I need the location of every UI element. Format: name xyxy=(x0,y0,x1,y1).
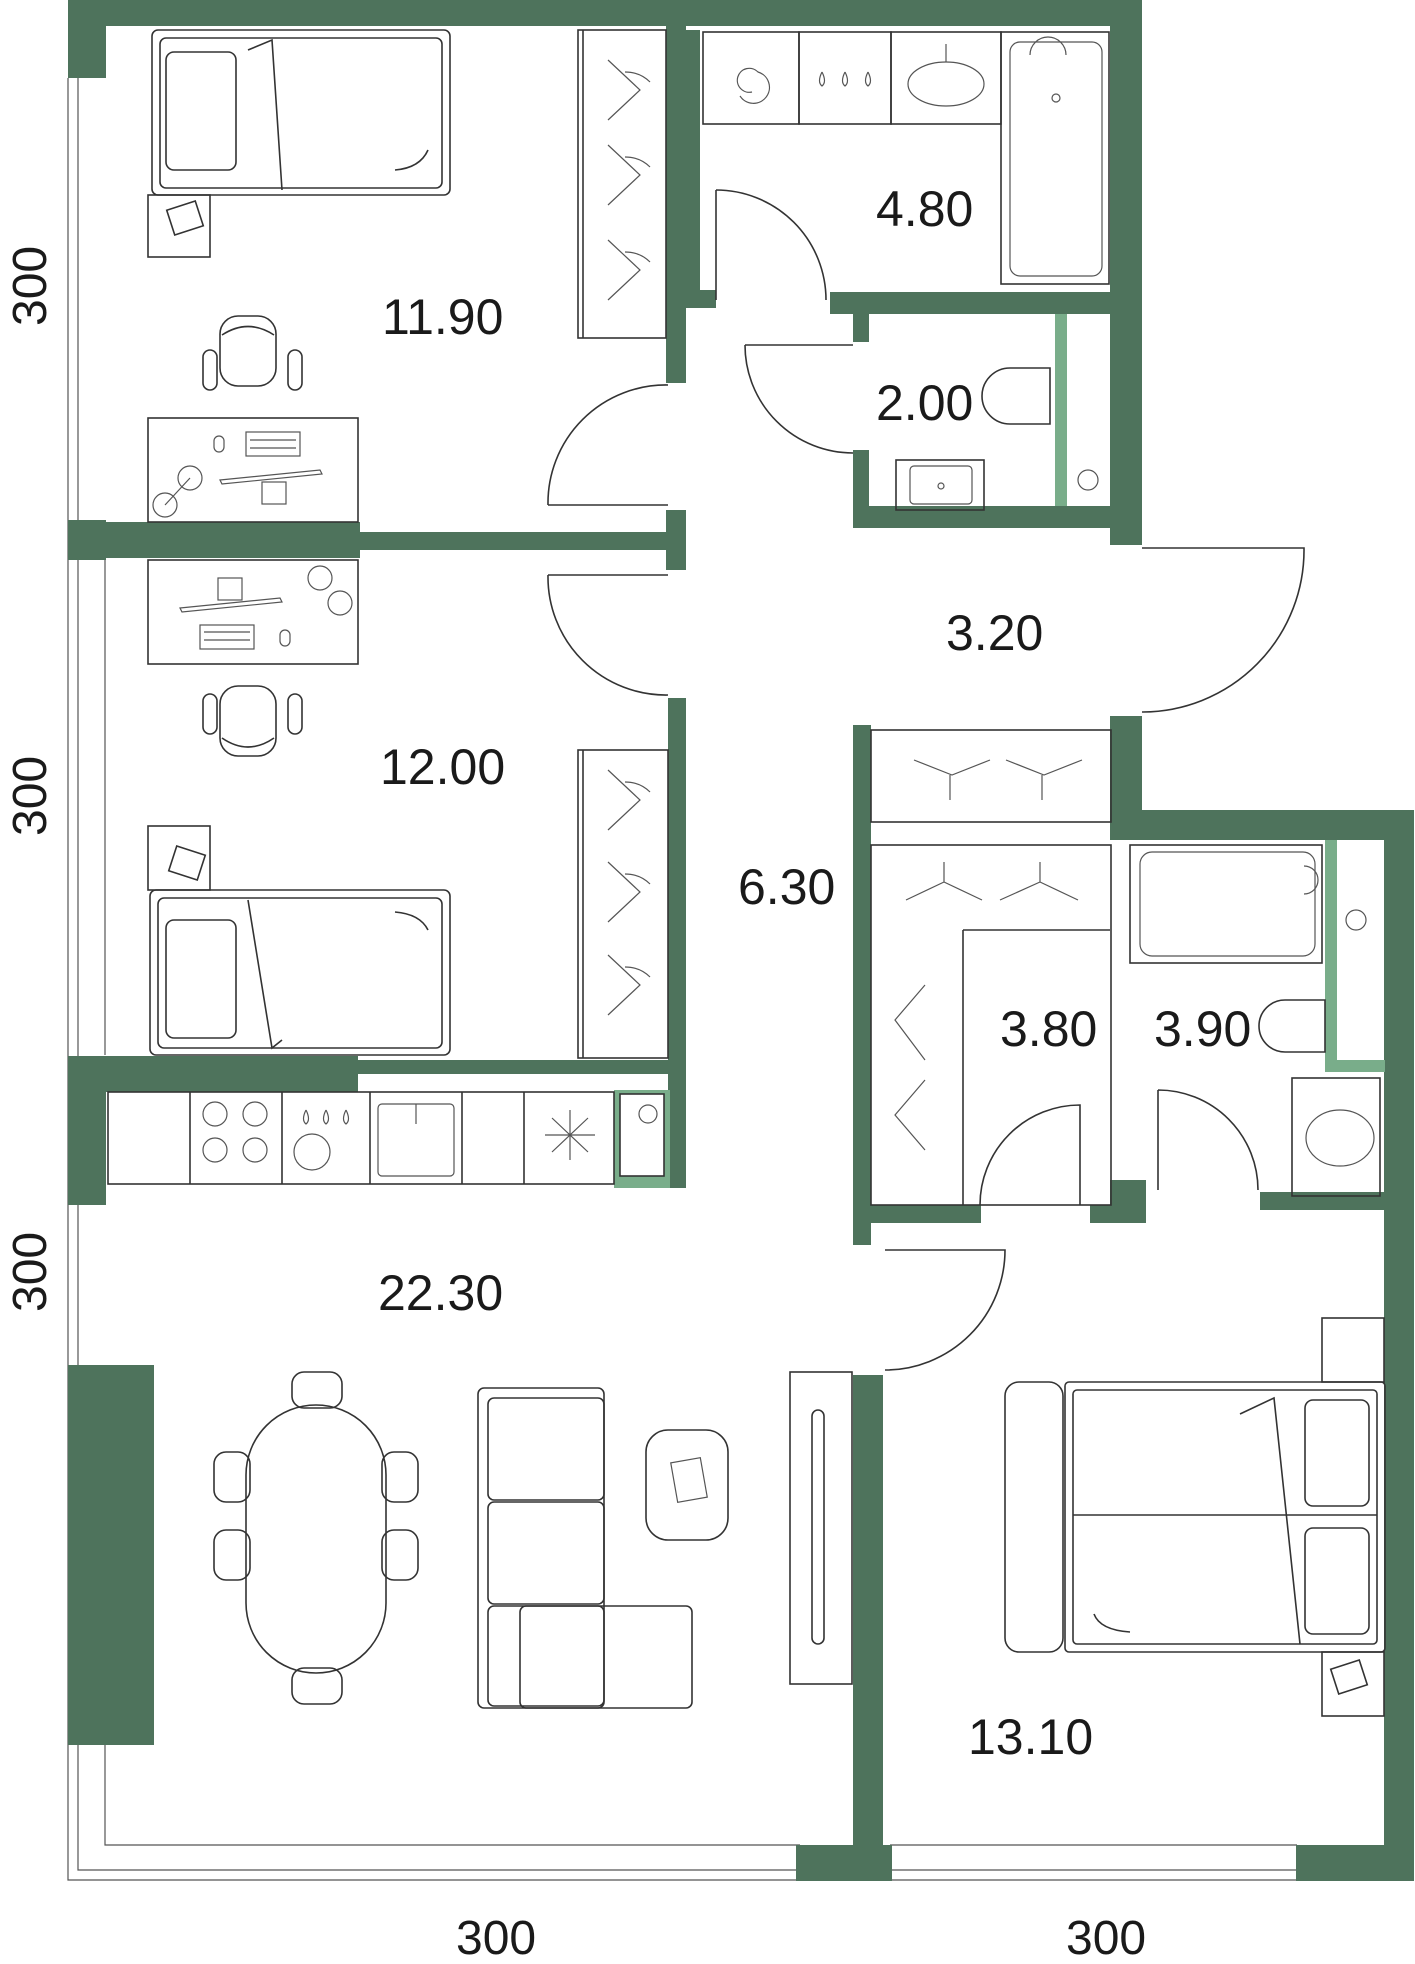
wall-bath-left-bottom xyxy=(1110,1180,1146,1220)
wall-laundry-left xyxy=(686,30,700,295)
kitchen-counter xyxy=(107,1091,615,1185)
dimension-left-middle: 300 xyxy=(4,756,57,836)
door-toilet xyxy=(744,344,854,454)
bed-bedroom2 xyxy=(147,825,451,1056)
room-label-master-bedroom: 13.10 xyxy=(968,1709,1093,1765)
room-label-bedroom-top: 11.90 xyxy=(382,289,503,345)
toilet-fixtures xyxy=(895,367,1099,511)
wall-bath-partition-bottom xyxy=(1325,1060,1385,1072)
door-bedroom1 xyxy=(547,384,669,506)
wall-corner-top-left xyxy=(68,0,106,78)
room-label-wardrobe: 3.80 xyxy=(1000,1001,1097,1057)
room-labels: 11.90 4.80 2.00 3.20 12.00 6.30 3.80 3.9… xyxy=(378,181,1251,1765)
door-master xyxy=(884,1249,1006,1371)
bed-master xyxy=(1004,1317,1386,1717)
dimension-left-top: 300 xyxy=(4,246,57,326)
wall-bottom-mid xyxy=(796,1845,892,1881)
wall-toilet-left-bottom xyxy=(853,450,869,524)
wall-bedroom1-right xyxy=(666,26,686,383)
wall-kitchen-top-thin xyxy=(358,1060,670,1074)
wall-toilet-partition xyxy=(1055,314,1067,506)
wall-right-upper xyxy=(1110,0,1142,545)
door-bathroom xyxy=(1157,1089,1259,1191)
wall-bath-bottom xyxy=(1260,1192,1386,1210)
dining-set xyxy=(213,1371,419,1705)
wall-laundry-bottom xyxy=(830,292,1112,314)
wall-bottom-right xyxy=(1296,1845,1414,1881)
wall-bathroom-top xyxy=(1110,810,1386,840)
door-laundry xyxy=(715,189,827,301)
wall-bedroom1-right-lower xyxy=(666,510,686,570)
room-label-bathroom: 3.90 xyxy=(1154,1001,1251,1057)
wall-kitchen-top xyxy=(68,1056,358,1092)
kitchen-niche-inner xyxy=(619,1093,665,1177)
bed-bedroom1 xyxy=(147,29,451,258)
wall-laundry-bottom-left xyxy=(686,290,716,308)
room-label-corridor: 3.20 xyxy=(946,605,1043,661)
wall-bedrooms-divider-thin xyxy=(360,532,670,550)
wall-bath-partition xyxy=(1325,840,1337,1068)
doors xyxy=(547,189,1305,1371)
walls xyxy=(68,0,1414,1881)
door-entrance xyxy=(1141,547,1305,713)
room-label-hall: 6.30 xyxy=(738,859,835,915)
dimension-left-bottom: 300 xyxy=(4,1232,57,1312)
dimension-labels: 300 300 300 300 300 xyxy=(4,246,1146,1964)
wall-right-mid xyxy=(1110,716,1142,812)
wall-bedroom2-right xyxy=(668,698,686,1188)
wall-right-lower xyxy=(1384,810,1414,1880)
wall-master-left xyxy=(853,1375,883,1845)
wall-top xyxy=(68,0,1140,26)
room-label-toilet: 2.00 xyxy=(876,375,973,431)
dimension-bottom-right: 300 xyxy=(1066,1912,1146,1964)
sofa xyxy=(477,1387,729,1709)
chair-bedroom2 xyxy=(202,685,303,757)
chair-bedroom1 xyxy=(202,315,303,391)
room-label-bedroom-middle: 12.00 xyxy=(380,739,505,795)
wardrobe-bedroom1 xyxy=(577,29,667,339)
laundry-appliances xyxy=(702,31,1110,285)
wall-bedrooms-divider xyxy=(68,522,360,558)
desk-bedroom2 xyxy=(147,559,359,665)
wall-wardrobe-left xyxy=(853,725,871,1245)
dimension-bottom-left: 300 xyxy=(456,1912,536,1964)
desk-bedroom1 xyxy=(147,417,359,523)
door-wardrobe xyxy=(979,1104,1081,1206)
kitchen-drain xyxy=(638,1104,658,1124)
wall-toilet-bottom xyxy=(853,506,1113,528)
room-label-laundry: 4.80 xyxy=(876,181,973,237)
wall-left-3 xyxy=(68,1365,154,1745)
tv-stand xyxy=(789,1371,853,1685)
wardrobe-hall xyxy=(870,729,1112,1206)
room-label-kitchen-living: 22.30 xyxy=(378,1265,503,1321)
wall-toilet-left-top xyxy=(853,312,869,342)
wall-wardrobe-bottom xyxy=(871,1205,981,1223)
bathroom-fixtures xyxy=(1129,844,1381,1197)
door-bedroom2 xyxy=(547,574,669,696)
wardrobe-bedroom2 xyxy=(577,749,669,1059)
